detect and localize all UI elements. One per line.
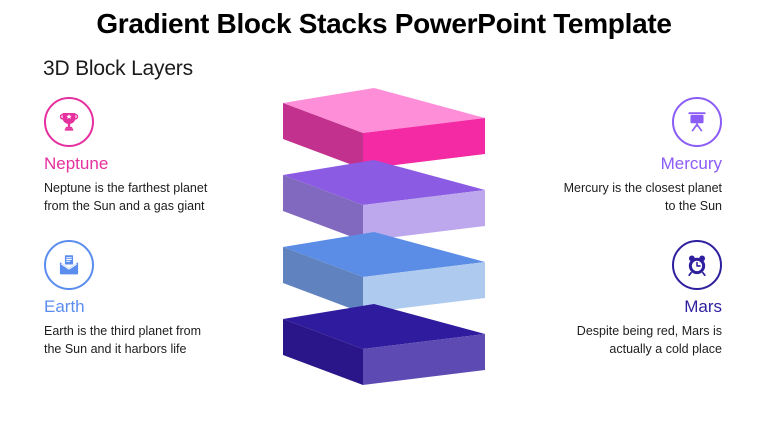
stack-layer-4 bbox=[283, 304, 485, 385]
planet-label-mercury: Mercury bbox=[660, 154, 722, 173]
stack-layer-2 bbox=[283, 160, 485, 241]
trophy-icon bbox=[44, 97, 94, 147]
alarm-clock-icon bbox=[672, 240, 722, 290]
presentation-easel-icon bbox=[672, 97, 722, 147]
stack-layer-3 bbox=[283, 232, 485, 313]
planet-label-mars: Mars bbox=[684, 297, 722, 316]
planet-label-neptune: Neptune bbox=[44, 154, 109, 173]
slide-title: Gradient Block Stacks PowerPoint Templat… bbox=[96, 8, 672, 39]
planet-label-earth: Earth bbox=[44, 297, 85, 316]
open-envelope-icon bbox=[44, 240, 94, 290]
section-title: 3D Block Layers bbox=[43, 57, 193, 80]
stack-layer-1 bbox=[283, 88, 485, 169]
